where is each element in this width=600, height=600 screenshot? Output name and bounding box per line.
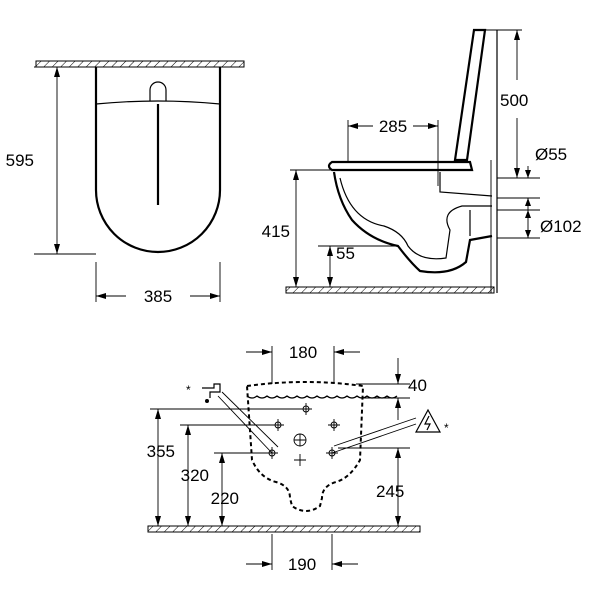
- water-tap-icon: [202, 383, 221, 403]
- side-lid: [453, 28, 487, 162]
- side-bowl-outer: [332, 171, 493, 274]
- dim-40-label: 40: [408, 376, 427, 395]
- dim-220-label: 220: [211, 489, 239, 508]
- top-wall-band: [35, 60, 245, 68]
- rear-view: * * 180 40 355 320: [147, 343, 449, 574]
- side-seat: [327, 160, 474, 172]
- top-flush-opening: [149, 81, 167, 101]
- dim-500-label: 500: [500, 91, 528, 110]
- rear-dashed-outline: [245, 381, 365, 512]
- side-view: 285 500 Ø55 Ø102 415 55: [262, 28, 582, 294]
- dim-595-label: 595: [6, 151, 34, 170]
- electric-warning-icon: [414, 408, 442, 433]
- top-bowl-outline: [94, 67, 222, 254]
- dim-285-label: 285: [379, 117, 407, 136]
- dim-415-label: 415: [262, 222, 290, 241]
- dim-320-label: 320: [181, 466, 209, 485]
- top-view: 595 385: [6, 60, 245, 306]
- top-bowl-rim-line: [95, 100, 221, 105]
- dim-d102-label: Ø102: [540, 217, 582, 236]
- side-bowl-body: [439, 172, 493, 236]
- dim-245-label: 245: [376, 482, 404, 501]
- dim-d55-label: Ø55: [535, 145, 567, 164]
- dim-55-label: 55: [336, 244, 355, 263]
- rear-floor-band: [147, 525, 421, 533]
- dim-190-label: 190: [288, 555, 316, 574]
- dim-355-label: 355: [147, 442, 175, 461]
- electric-note-star: *: [444, 421, 449, 435]
- side-floor-band: [285, 286, 495, 294]
- water-note-star: *: [186, 383, 191, 397]
- dim-385-label: 385: [144, 287, 172, 306]
- dim-180-label: 180: [289, 343, 317, 362]
- rear-fixing-points: [266, 403, 340, 466]
- side-bowl-inner: [339, 177, 492, 260]
